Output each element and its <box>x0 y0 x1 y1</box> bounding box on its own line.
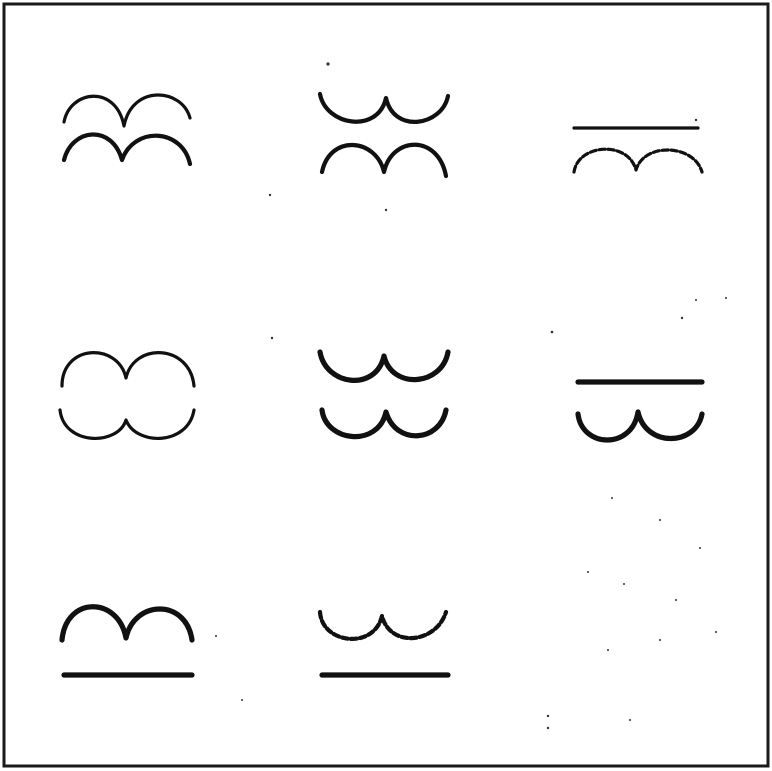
double-arch-lower <box>574 149 702 172</box>
double-arch-upper <box>62 607 192 640</box>
symbol-r1c3 <box>574 128 702 172</box>
double-arch-upper <box>64 95 190 126</box>
symbol-r3c1 <box>62 607 192 675</box>
figure-frame <box>4 4 768 766</box>
double-arch-upper <box>62 353 194 386</box>
double-cup-upper <box>320 612 446 639</box>
symbol-r1c1 <box>64 95 190 164</box>
symbol-r3c2 <box>320 612 448 675</box>
scan-noise <box>215 62 727 729</box>
double-arch-lower <box>64 134 190 164</box>
symbol-r2c1 <box>60 353 194 439</box>
double-arch-lower <box>322 145 446 176</box>
double-cup-lower <box>322 410 446 437</box>
symbol-r1c2 <box>320 94 448 176</box>
symbol-r2c3 <box>578 382 702 440</box>
double-cup-upper <box>320 352 448 380</box>
double-cup-lower <box>60 410 194 438</box>
double-cup-upper <box>320 94 448 122</box>
symbol-r2c2 <box>320 352 448 437</box>
double-cup-lower <box>578 412 702 440</box>
